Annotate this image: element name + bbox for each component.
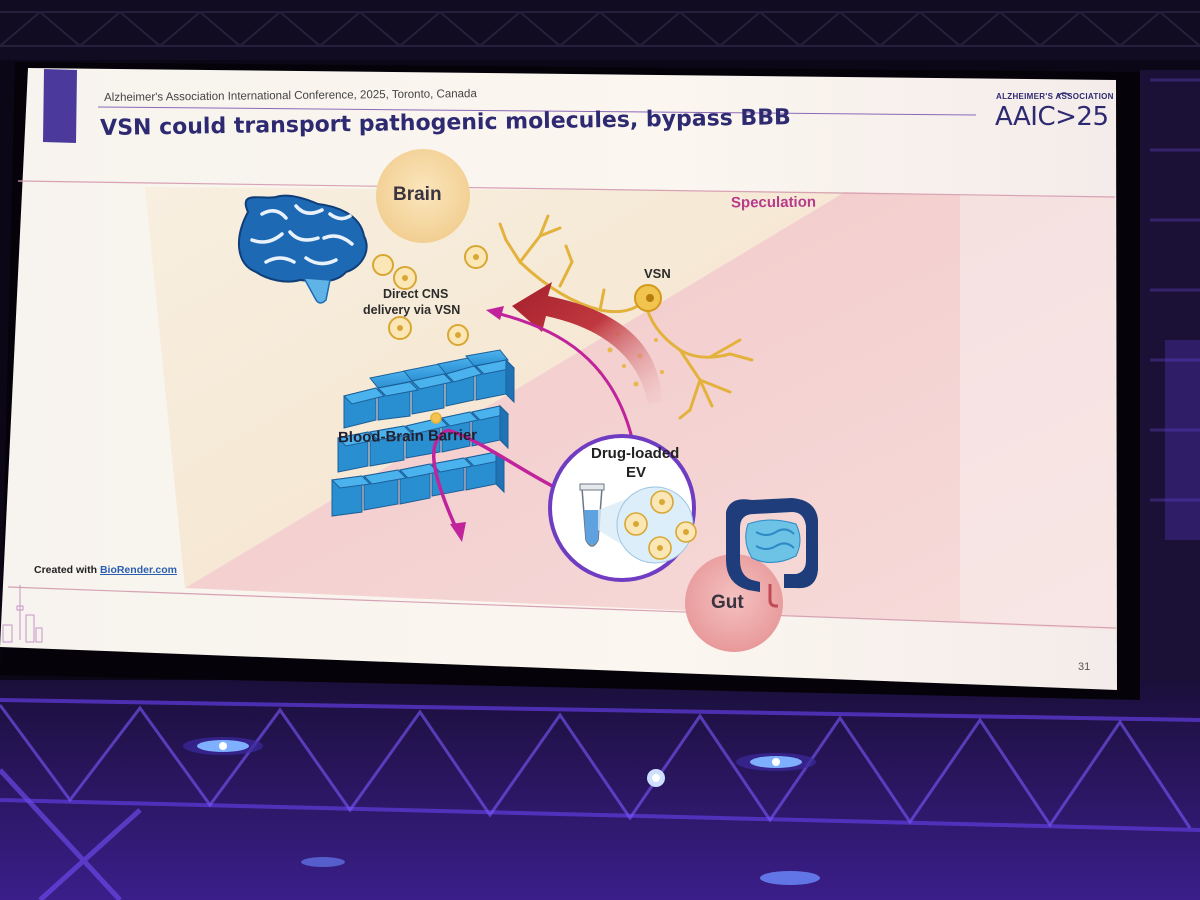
bbb-label: Blood-Brain Barrier — [337, 426, 478, 447]
bbb-crossing-arrow — [431, 428, 561, 529]
gut-region-bg — [185, 192, 1115, 630]
stage-light-2 — [736, 753, 816, 771]
aaic-logo: AAIC>25 — [995, 102, 1109, 132]
accent-bar — [43, 69, 77, 143]
vsn-neuron-icon — [498, 214, 754, 420]
receptor-icon — [430, 412, 442, 424]
vsn-label: VSN — [644, 266, 671, 281]
biorender-link[interactable]: BioRender.com — [99, 564, 177, 576]
brain-label: Brain — [393, 184, 442, 205]
gut-label: Gut — [711, 592, 744, 613]
page-number: 31 — [1078, 661, 1091, 673]
brain-icon — [237, 194, 368, 304]
direct-delivery-label-line1: Direct CNS — [383, 287, 449, 301]
stage-light-1 — [183, 737, 263, 755]
stage-light-4 — [301, 857, 820, 885]
credit-prefix: Created with — [34, 564, 100, 576]
direct-delivery-label-line2: delivery via VSN — [363, 303, 461, 317]
brain-circle — [376, 149, 470, 243]
ev-label-line2: EV — [626, 464, 647, 481]
gut-icon — [726, 498, 818, 608]
ev-particles-brain — [372, 245, 488, 346]
tube-icon — [579, 483, 605, 547]
logo-org-text: ALZHEIMER'S ASSOCIATION — [996, 92, 1114, 101]
toronto-skyline-icon — [2, 585, 43, 643]
biorender-credit: Created with BioRender.com — [34, 564, 177, 576]
vsn-transport-arrow — [512, 282, 662, 404]
bbb-wall — [330, 349, 516, 517]
speculation-label: Speculation — [730, 193, 817, 212]
stage-light-3 — [647, 769, 665, 787]
ev-label-line1: Drug-loaded — [591, 445, 680, 462]
direct-delivery-arrow — [499, 312, 634, 439]
gut-circle — [685, 554, 783, 652]
